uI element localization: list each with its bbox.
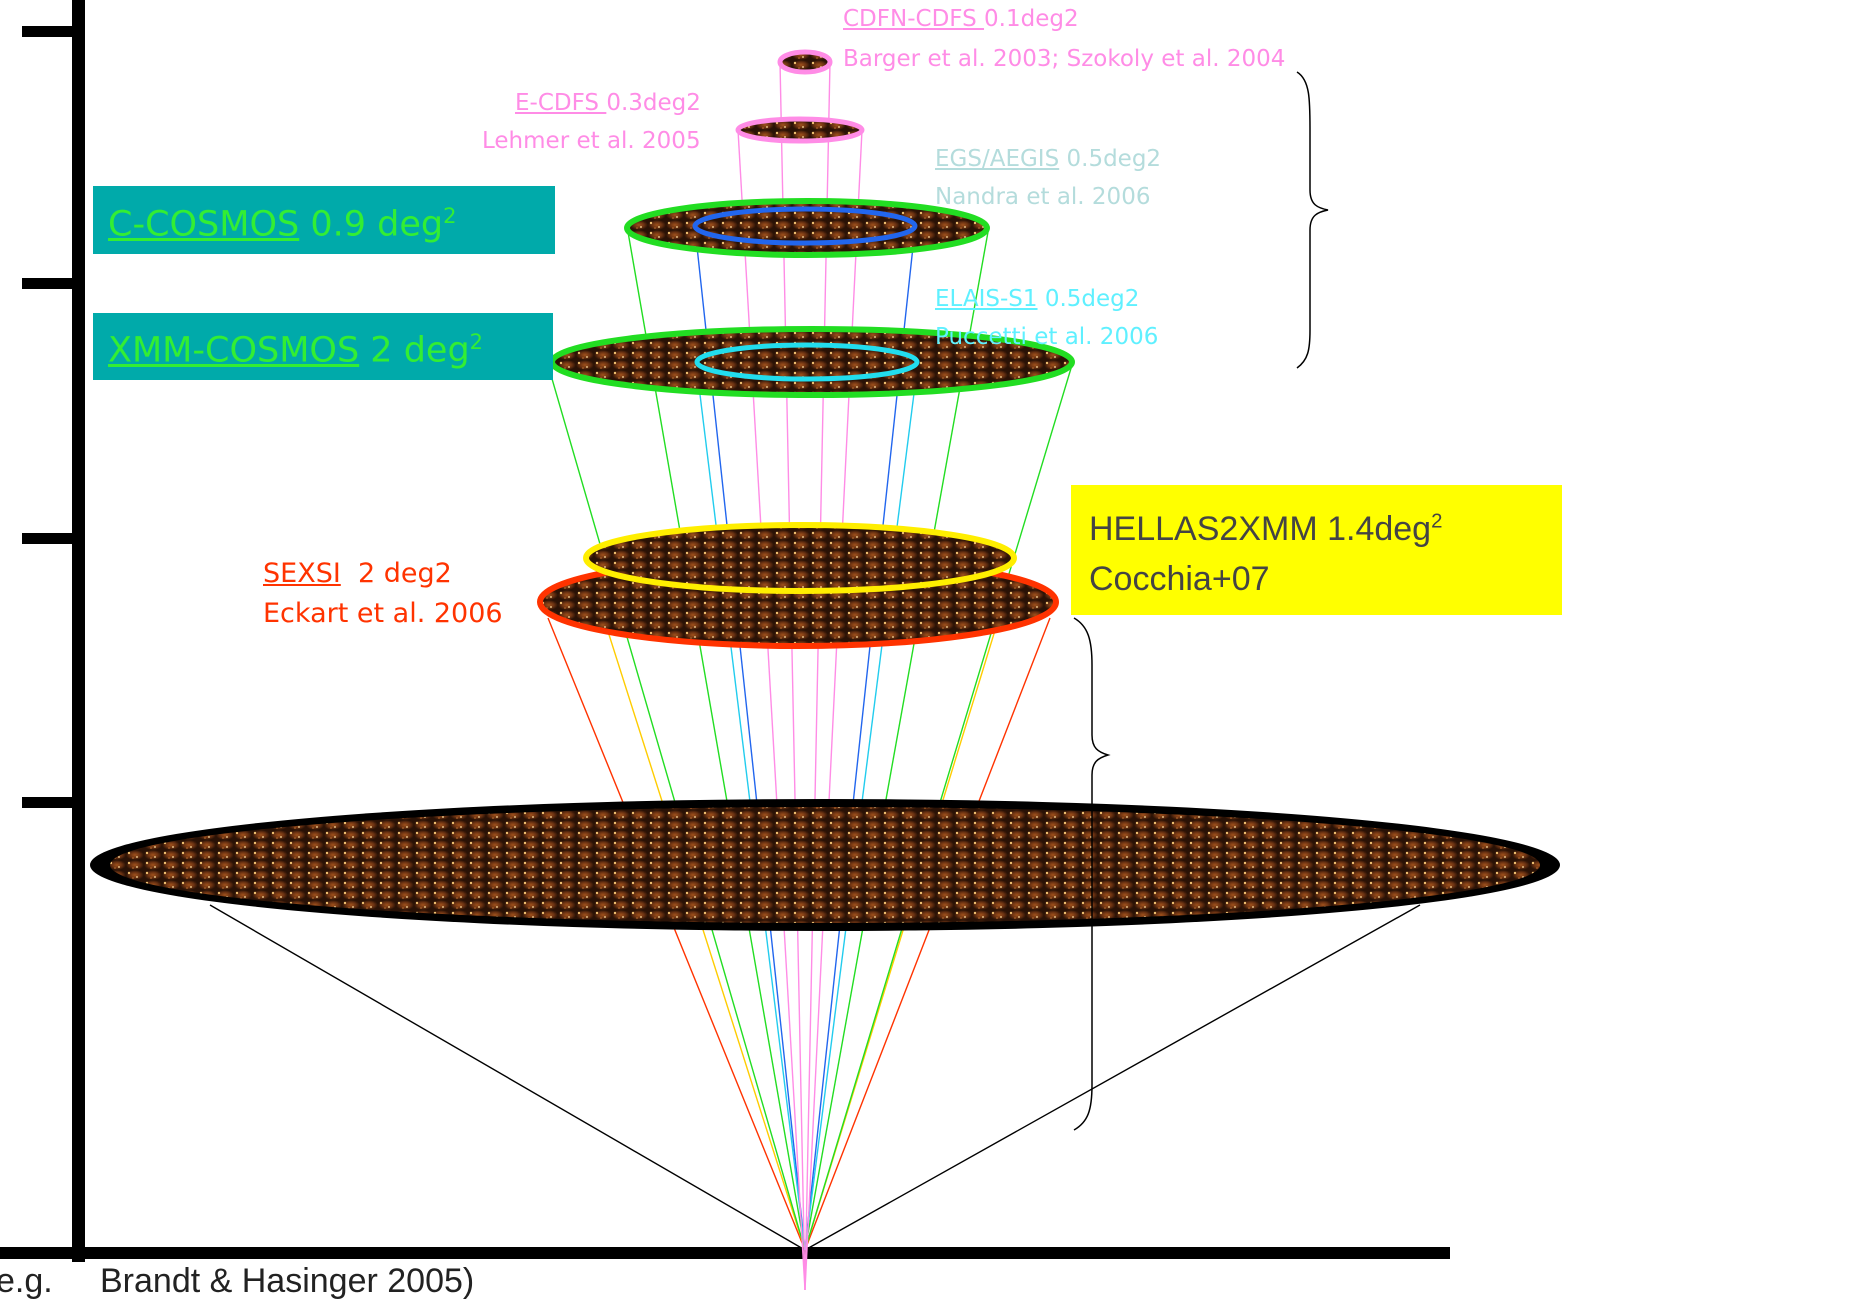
- sexsi-area: 2 deg2: [340, 558, 452, 589]
- cdfn-cdfs-label: CDFN-CDFS 0.1deg2: [843, 6, 1079, 32]
- x-axis: [0, 1247, 1450, 1259]
- egs-ref: Nandra et al. 2006: [935, 184, 1151, 210]
- ecdfs-ref: Lehmer et al. 2005: [482, 128, 701, 154]
- egs-name[interactable]: EGS/AEGIS: [935, 146, 1060, 172]
- elais-ref: Puccetti et al. 2006: [935, 324, 1159, 350]
- y-tick-2: [22, 278, 74, 289]
- xmm-cosmos-area: 2 deg: [359, 330, 470, 371]
- c-cosmos-area: 0.9 deg: [299, 204, 444, 245]
- ecdfs-label: E-CDFS 0.3deg2: [515, 90, 701, 116]
- c-cosmos-name[interactable]: C-COSMOS: [108, 204, 300, 245]
- cdfn-cdfs-area: 0.1deg2: [984, 6, 1079, 32]
- c-cosmos-label: C-COSMOS 0.9 deg2: [108, 204, 457, 245]
- c-cosmos-label-box: [93, 186, 555, 254]
- sexsi-label: SEXSI 2 deg2: [263, 558, 452, 589]
- elais-name[interactable]: ELAIS-S1: [935, 286, 1038, 312]
- brace-right: [1296, 71, 1329, 369]
- y-tick-4: [22, 797, 74, 808]
- cdfn-cdfs-name[interactable]: CDFN-CDFS: [843, 6, 985, 32]
- elais-label: ELAIS-S1 0.5deg2: [935, 286, 1139, 312]
- c-cosmos-sup: 2: [443, 204, 457, 228]
- ring-egs: [692, 206, 918, 246]
- hellas-text: HELLAS2XMM 1.4deg: [1089, 510, 1432, 548]
- hellas-label-box: [1071, 485, 1562, 615]
- axes: [0, 0, 1450, 1262]
- elais-area: 0.5deg2: [1037, 286, 1140, 312]
- ring-elais: [694, 342, 920, 382]
- hellas-label-line2: Cocchia+07: [1089, 560, 1270, 598]
- brace-bottom: [1073, 617, 1111, 1131]
- cdfn-cdfs-ref: Barger et al. 2003; Szokoly et al. 2004: [843, 46, 1286, 72]
- footer-citation: Brandt & Hasinger 2005): [100, 1262, 475, 1300]
- xmm-cosmos-name[interactable]: XMM-COSMOS: [108, 330, 360, 371]
- egs-area: 0.5deg2: [1059, 146, 1162, 172]
- xmm-cosmos-sup: 2: [469, 330, 484, 354]
- field-cdfn-cdfs: [777, 49, 833, 75]
- field-c-cosmos: [624, 198, 990, 258]
- y-tick-3: [22, 533, 74, 544]
- sexsi-ref: Eckart et al. 2006: [263, 598, 503, 629]
- field-largest: [90, 799, 1560, 931]
- field-hellas: [583, 522, 1017, 594]
- xmm-cosmos-label: XMM-COSMOS 2 deg2: [108, 330, 483, 371]
- ecdfs-name[interactable]: E-CDFS: [515, 90, 607, 116]
- ecdfs-area: 0.3deg2: [606, 90, 701, 116]
- field-ecdfs: [735, 116, 865, 144]
- xmm-cosmos-label-box: [93, 313, 553, 380]
- sexsi-name[interactable]: SEXSI: [263, 558, 341, 589]
- footer-prefix: e.g.: [0, 1262, 53, 1300]
- egs-label: EGS/AEGIS 0.5deg2: [935, 146, 1161, 172]
- hellas-label-line1: HELLAS2XMM 1.4deg2: [1089, 510, 1442, 549]
- y-tick-1: [22, 26, 74, 37]
- hellas-sup: 2: [1431, 510, 1443, 533]
- y-axis: [72, 0, 85, 1262]
